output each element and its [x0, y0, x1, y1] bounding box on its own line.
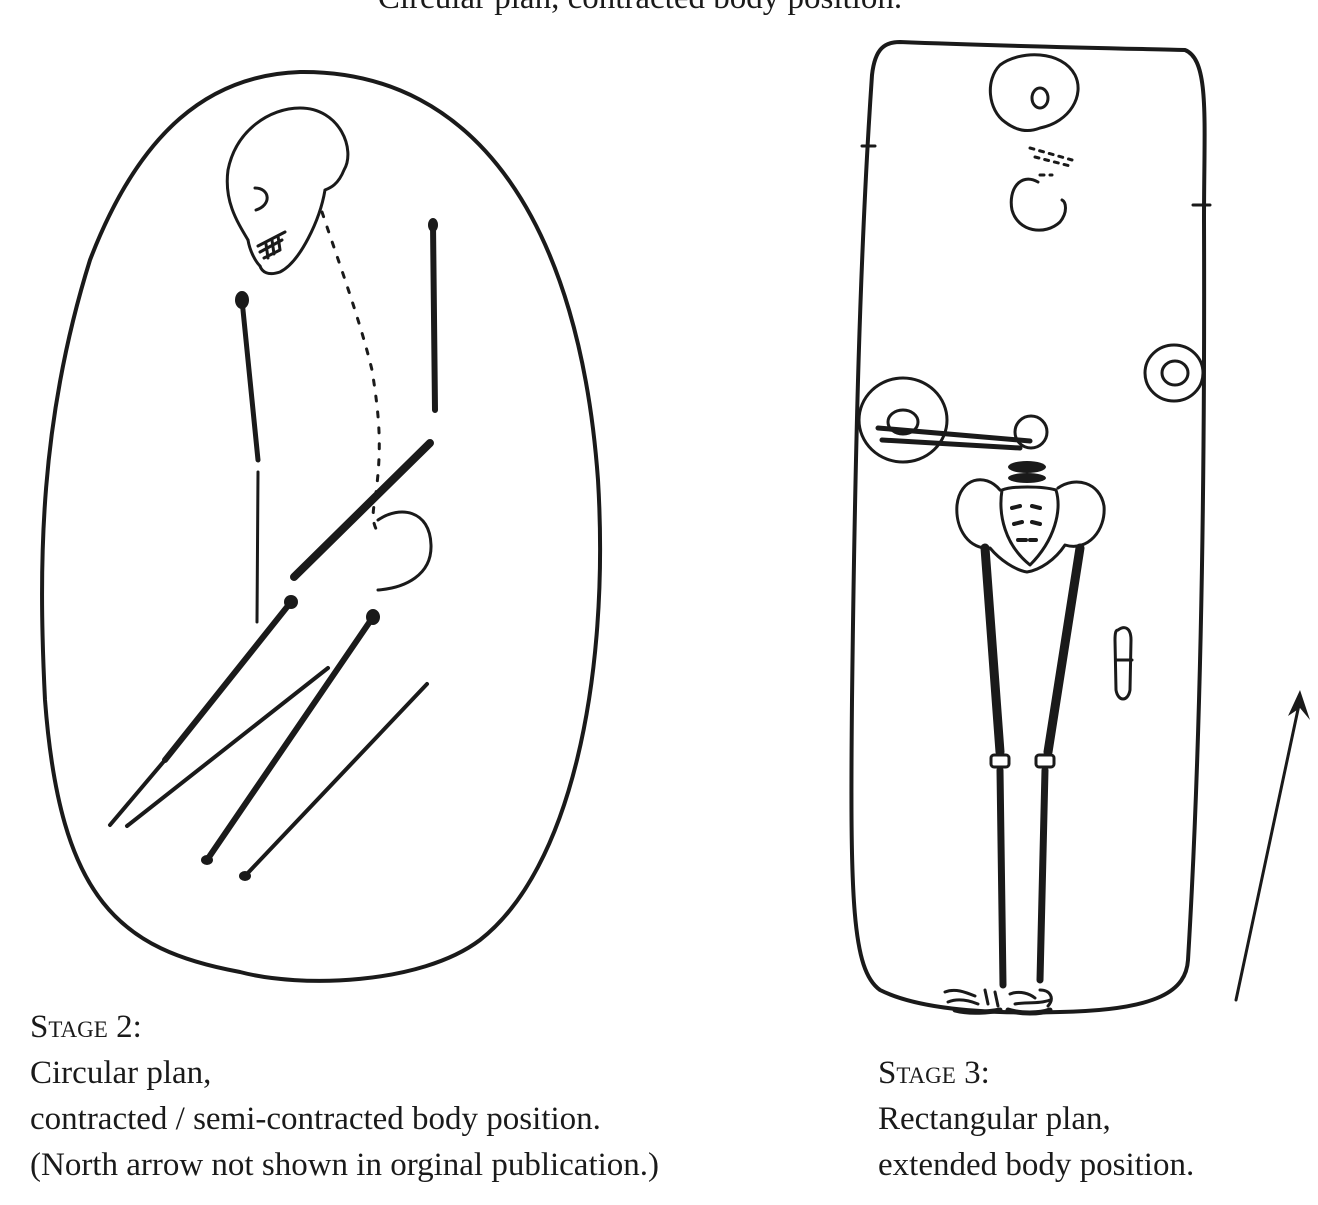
stage2-line-2: contracted / semi-contracted body positi…	[30, 1101, 601, 1137]
stage2-femur-left	[204, 614, 376, 863]
stage2-leg-bones	[108, 599, 429, 878]
stage3-ring-vessel-inner	[1160, 359, 1190, 387]
stage2-tibia-right	[108, 758, 167, 827]
stage3-broken-vessel	[1009, 177, 1067, 232]
stage2-skull	[225, 106, 350, 276]
stage2-fibula-right	[125, 666, 330, 828]
stage3-long-bone-object	[875, 425, 1033, 451]
stage3-vessel-small	[1013, 414, 1049, 450]
stage3-foot-bones	[943, 988, 1053, 1008]
stage2-tibia-left	[243, 682, 429, 878]
stage3-grave-goods	[857, 53, 1205, 701]
stage3-small-object	[1113, 626, 1134, 701]
stage3-caption: Stage 3: Rectangular plan, extended body…	[878, 1050, 1194, 1188]
stage3-femur-right	[980, 543, 1005, 757]
stage3-line-1: Rectangular plan,	[878, 1101, 1111, 1137]
top-caption: Circular plan, contracted body position.	[0, 0, 1280, 18]
stage2-label: Stage 2:	[30, 1009, 142, 1045]
stage3-ring-vessel-outer	[1143, 343, 1205, 403]
stage2-pelvis	[376, 510, 433, 592]
stage2-femur-right	[162, 599, 294, 763]
stage3-vessel-left-inner	[886, 408, 920, 436]
stage3-label: Stage 3:	[878, 1055, 990, 1091]
stage2-right-forearm	[255, 470, 260, 624]
stage2-teeth	[256, 230, 287, 260]
stage2-spine	[320, 210, 382, 537]
stage3-sacrum-marks	[1010, 504, 1042, 542]
stage2-arm-bones	[239, 221, 438, 624]
north-arrow-head	[1288, 690, 1310, 720]
north-arrow-icon	[1234, 690, 1310, 1002]
stage3-tibia-right	[996, 766, 1007, 989]
stage3-pelvis	[955, 478, 1106, 574]
stage3-pelvis-outline	[955, 478, 1106, 574]
stage3-foot-shadow	[952, 1007, 1053, 1016]
stage2-line-3: (North arrow not shown in orginal public…	[30, 1147, 660, 1183]
stage3-line-2: extended body position.	[878, 1147, 1195, 1183]
stage3-leg-bones	[980, 543, 1085, 989]
stage3-lumbar-vertebrae	[1008, 461, 1046, 483]
stage2-line-1: Circular plan,	[30, 1055, 212, 1091]
stage3-femur-left	[1043, 543, 1085, 757]
stage3-knee-joints	[989, 753, 1056, 769]
stage2-right-humerus	[239, 297, 261, 463]
stage3-skull-fragments	[1028, 146, 1074, 177]
stage3-grave-plan	[849, 40, 1212, 1016]
stage2-humerus-head	[235, 291, 249, 309]
stage3-sacrum	[999, 485, 1060, 567]
stage2-skull-jaw	[246, 238, 262, 268]
north-arrow-shaft	[1234, 698, 1302, 1002]
stage2-grave-plan	[40, 69, 603, 983]
stage2-skull-outline	[225, 106, 350, 276]
stage3-vessel-top-mouth	[1030, 86, 1050, 110]
stage3-vessel-left-outer	[857, 376, 949, 464]
stage2-eye-orbit	[253, 186, 269, 212]
stage2-left-humerus	[430, 221, 438, 413]
stage2-left-humerus-head	[428, 218, 438, 232]
stage3-vessel-top	[988, 53, 1080, 132]
stage2-left-forearm	[290, 439, 434, 581]
stage3-grave-outline	[849, 40, 1207, 1015]
stage2-caption: Stage 2: Circular plan, contracted / sem…	[30, 1004, 659, 1188]
stage2-grave-outline	[40, 69, 603, 983]
stage3-tibia-left	[1036, 766, 1049, 984]
